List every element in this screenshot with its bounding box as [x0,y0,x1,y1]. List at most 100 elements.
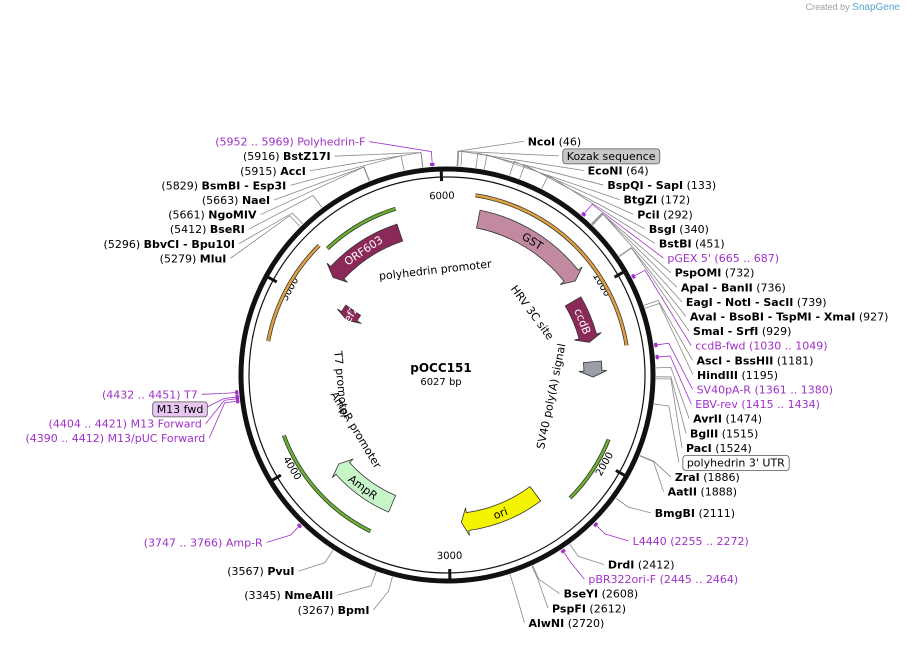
site-pos-polyhedrin-f: (5952 .. 5969) [215,136,297,149]
leader-pcii [509,160,634,215]
backbone [238,166,656,584]
leader-eagi-noti-sacii [592,213,683,303]
inner-label-sv40-poly-a-signal: SV40 poly(A) signal [534,342,568,450]
site-pos-bstbi: (451) [692,237,725,250]
site-label-m13-forward: (4404 .. 4421) M13 Forward [49,418,202,431]
site-pos-aatii: (1888) [697,486,737,499]
site-label-bseri: (5412) BseRI [170,223,245,236]
site-pos-btgzi: (172) [657,194,690,207]
site-name-avai-bsobi-tspmi-xmai: AvaI - BsoBI - TspMI - XmaI [690,310,855,323]
leader-lines [201,140,694,623]
tick-5000 [264,274,278,284]
site-m13-fwd: M13 fwd [152,401,208,418]
site-pos-hindiii: (1195) [738,369,778,382]
site-name-bseri: BseRI [210,223,245,236]
inner-label-ampr-promoter: AmpR promoter [328,389,384,471]
leader-paci [655,378,683,448]
orange-band-0 [475,193,628,346]
site-avai-bsobi-tspmi-xmai: AvaI - BsoBI - TspMI - XmaI (927) [690,310,889,323]
site-btgzi: BtgZI (172) [624,194,691,207]
site-label-ncoi: NcoI (46) [528,135,581,148]
site-pspfi: PspFI (2612) [552,602,626,615]
site-m13-forward: (4404 .. 4421) M13 Forward [49,418,202,431]
site-name-pgex-5: pGEX 5' [667,252,711,265]
site-pos-m13-puc-forward: (4390 .. 4412) [26,432,108,445]
leader-amp-r [266,524,302,543]
site-ebv-rev: EBV-rev (1415 .. 1434) [695,398,820,411]
leader-hindiii [644,302,694,376]
site-box-m13-fwd [152,401,208,418]
inner-label-hrv-3c-site: HRV 3C site [508,283,557,343]
tick-label-6000: 6000 [429,191,455,203]
site-label-drdi: DrdI (2412) [608,558,675,571]
site-pos-bstz17i: (5916) [243,150,283,163]
site-kozak-sequence: Kozak sequence [562,148,661,165]
site-name-naei: NaeI [242,194,270,207]
site-polyhedrin-f: (5952 .. 5969) Polyhedrin-F [215,136,365,149]
site-pos-pvui: (3567) [227,565,267,578]
leader-pvui [298,549,334,572]
site-amp-r: (3747 .. 3766) Amp-R [144,536,263,549]
site-hindiii: HindIII (1195) [697,369,778,382]
site-name-ncoi: NcoI [528,135,555,148]
leader-naei [274,166,370,201]
site-econi: EcoNI (64) [588,164,649,177]
leader-sv40pa-r [653,342,693,390]
leader-pgex-5 [582,203,664,259]
site-label-l4440: L4440 (2255 .. 2272) [633,535,749,548]
site-label-pbr322ori-f: pBR322ori-F (2445 .. 2464) [588,573,738,586]
leader-avai-bsobi-tspmi-xmai [618,247,687,317]
site-pgex-5: pGEX 5' (665 .. 687) [667,252,779,265]
site-pos-l4440: (2255 .. 2272) [667,535,749,548]
site-name-bmgbi: BmgBI [655,507,695,520]
inner-label-polyhedrin-promoter: polyhedrin promoter [378,257,492,283]
site-label-pcii: PciI (292) [637,208,693,221]
site-name-bstz17i: BstZ17I [283,150,331,163]
site-name-nmeaiii: NmeAIII [284,589,333,602]
leader-apai-banii [591,213,678,288]
site-pos-eagi-noti-sacii: (739) [793,296,826,309]
green-band-2 [569,438,610,499]
leader-mlui [230,215,301,259]
site-label-ccdb-fwd: ccdB-fwd (1030 .. 1049) [695,340,827,353]
site-label-m13-puc-forward: (4390 .. 4412) M13/pUC Forward [26,432,206,445]
site-label-asci-bsshii: AscI - BssHII (1181) [697,354,814,367]
site-pos-econi: (64) [623,164,649,177]
site-label-naei: (5663) NaeI [202,194,270,207]
site-label-avrii: AvrII (1474) [693,413,762,426]
site-l4440: L4440 (2255 .. 2272) [633,535,749,548]
site-label-polyhedrin-f: (5952 .. 5969) Polyhedrin-F [215,136,365,149]
site-pos-bsgi: (340) [676,223,709,236]
primer-mark-l4440 [593,522,599,528]
site-name-ccdb-fwd: ccdB-fwd [695,340,745,353]
site-label-avai-bsobi-tspmi-xmai: AvaI - BsoBI - TspMI - XmaI (927) [690,310,889,323]
site-name-econi: EcoNI [588,164,623,177]
site-label-econi: EcoNI (64) [588,164,649,177]
site-nmeaiii: (3345) NmeAIII [244,589,333,602]
site-ncoi: NcoI (46) [528,135,581,148]
site-t7: (4432 .. 4451) T7 [102,388,198,401]
site-box-polyhedrin-3-utr [682,455,790,471]
site-name-bstbi: BstBI [659,237,692,250]
site-name-kozak-sequence: Kozak sequence [567,150,656,163]
site-pos-mlui: (5279) [160,252,200,265]
site-pos-ccdb-fwd: (1030 .. 1049) [746,340,828,353]
site-name-aatii: AatII [668,486,697,499]
site-name-bspqi-sapi: BspQI - SapI [607,179,683,192]
site-pos-asci-bsshii: (1181) [773,354,813,367]
site-label-aatii: AatII (1888) [668,486,737,499]
site-name-pbr322ori-f: pBR322ori-F [588,573,656,586]
site-name-amp-r: Amp-R [226,536,263,549]
leader-acci [309,152,424,172]
site-name-paci: PacI [686,442,712,455]
site-pos-bspqi-sapi: (133) [683,179,716,192]
site-bsmbi-esp3i: (5829) BsmBI - Esp3I [161,179,286,192]
leader-bstbi [541,174,656,244]
tick-1000 [613,269,627,279]
site-label-bbvci-bpu10i: (5296) BbvCI - Bpu10I [104,238,235,251]
leader-bsmbi-esp3i [290,155,405,186]
feature-sv40pa [578,360,608,378]
site-pvui: (3567) PvuI [227,565,294,578]
leader-kozak-sequence [457,150,559,167]
